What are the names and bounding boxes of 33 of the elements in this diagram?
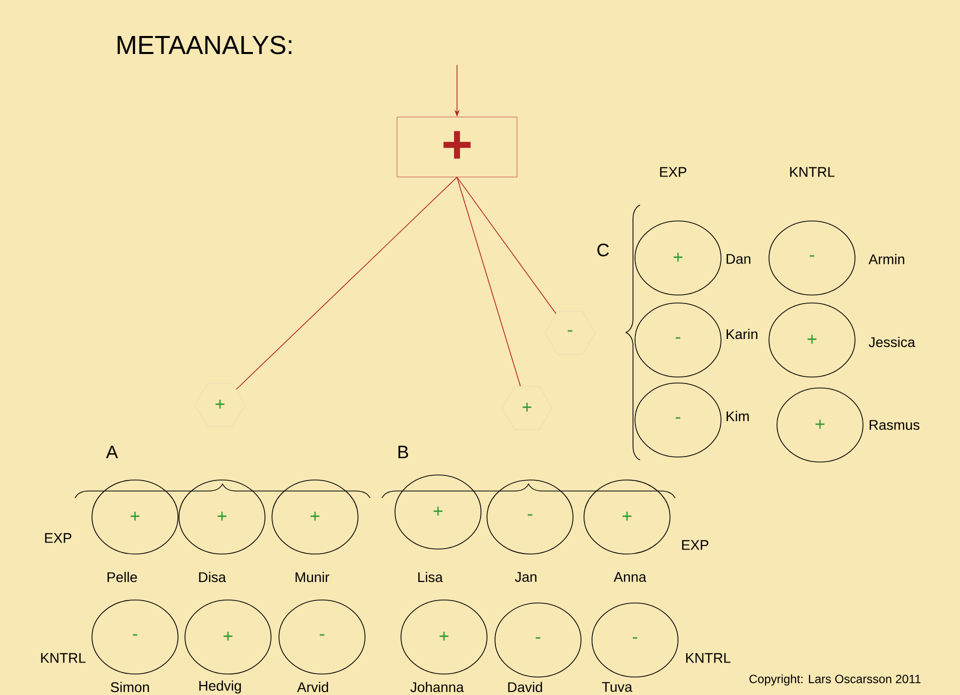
name-label: Tuva <box>602 682 632 692</box>
label: KNTRL <box>790 167 834 177</box>
name-label: Dan <box>726 254 750 264</box>
label: C <box>597 244 609 256</box>
name-label: David <box>508 682 542 692</box>
label: B <box>398 446 408 458</box>
name-label: Simon <box>110 682 149 692</box>
connector-line <box>456 176 521 387</box>
name-label: Jan <box>514 572 536 582</box>
name-label: Karin <box>726 328 758 340</box>
name-label: Kim <box>726 410 749 422</box>
name-label: Johanna <box>410 682 464 692</box>
connector-line <box>236 176 458 390</box>
result-box: + <box>396 116 518 178</box>
label: EXP <box>660 167 686 177</box>
name-label: Rasmus <box>870 420 920 430</box>
name-label: Hedvig <box>199 680 241 694</box>
name-label: Lisa <box>418 572 443 582</box>
name-label: Munir <box>296 572 330 582</box>
hexagon: - <box>544 311 596 355</box>
name-label: Jessica <box>868 336 916 348</box>
label: A <box>106 446 118 458</box>
connector-line <box>456 176 556 314</box>
name-label: Anna <box>614 572 646 582</box>
hexagon: + <box>194 383 246 427</box>
name-label: Pelle <box>108 572 137 582</box>
label: EXP <box>45 533 72 543</box>
hexagon: + <box>502 386 552 430</box>
title: METAANALYS: <box>118 36 292 54</box>
name-label: Disa <box>199 572 226 582</box>
name-label: Arvid <box>297 682 328 692</box>
name-label: Armin <box>868 254 904 264</box>
label: Copyright: Lars Oscarsson 2011 <box>749 674 921 686</box>
